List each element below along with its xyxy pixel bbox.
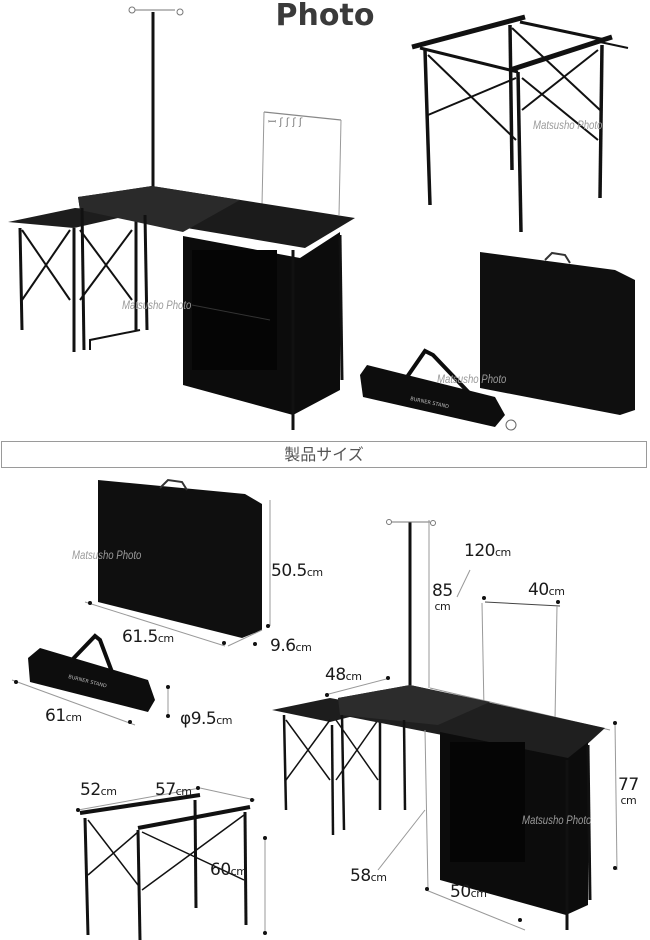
table-depth-label: 58cm	[350, 866, 387, 886]
kitchen-table-photo: ꟷ ʃ ʃ ʃ ʃ	[8, 6, 355, 430]
side-extension-width-label: 48cm	[325, 665, 362, 685]
watermark: Matsusho Photo	[522, 813, 592, 827]
side-depth-label: 57cm	[155, 780, 192, 800]
carry-bag-diagram: BURNER STAND	[11, 633, 170, 726]
cabinet-width-label: 50cm	[450, 882, 487, 902]
carry-bag-photo: BURNER STAND	[360, 348, 517, 431]
bag-length-label: 61cm	[45, 706, 82, 726]
folded-width-label: 61.5cm	[122, 627, 174, 647]
watermark: Matsusho Photo	[533, 118, 603, 132]
folded-table-diagram	[84, 478, 271, 647]
folded-height-label: 50.5cm	[271, 561, 323, 581]
hanger-width-label: 40cm	[528, 580, 565, 600]
side-width-label: 52cm	[80, 780, 117, 800]
side-height-label: 60cm	[210, 860, 247, 880]
table-length-label: 120cm	[464, 541, 511, 561]
watermark: Matsusho Photo	[122, 298, 192, 312]
section-header-product-size: 製品サイズ	[1, 441, 647, 468]
watermark: Matsusho Photo	[437, 372, 507, 386]
watermark: Matsusho Photo	[72, 548, 142, 562]
svg-text:ꟷ ʃ ʃ ʃ ʃ: ꟷ ʃ ʃ ʃ ʃ	[268, 117, 303, 128]
page-title: Photo	[275, 0, 375, 33]
kitchen-table-diagram	[272, 519, 618, 931]
side-table-photo	[411, 14, 629, 233]
side-table-diagram	[76, 786, 267, 940]
folded-depth-label: 9.6cm	[270, 636, 312, 656]
bag-diameter-label: φ9.5cm	[180, 709, 233, 729]
folded-table-photo	[480, 251, 635, 415]
